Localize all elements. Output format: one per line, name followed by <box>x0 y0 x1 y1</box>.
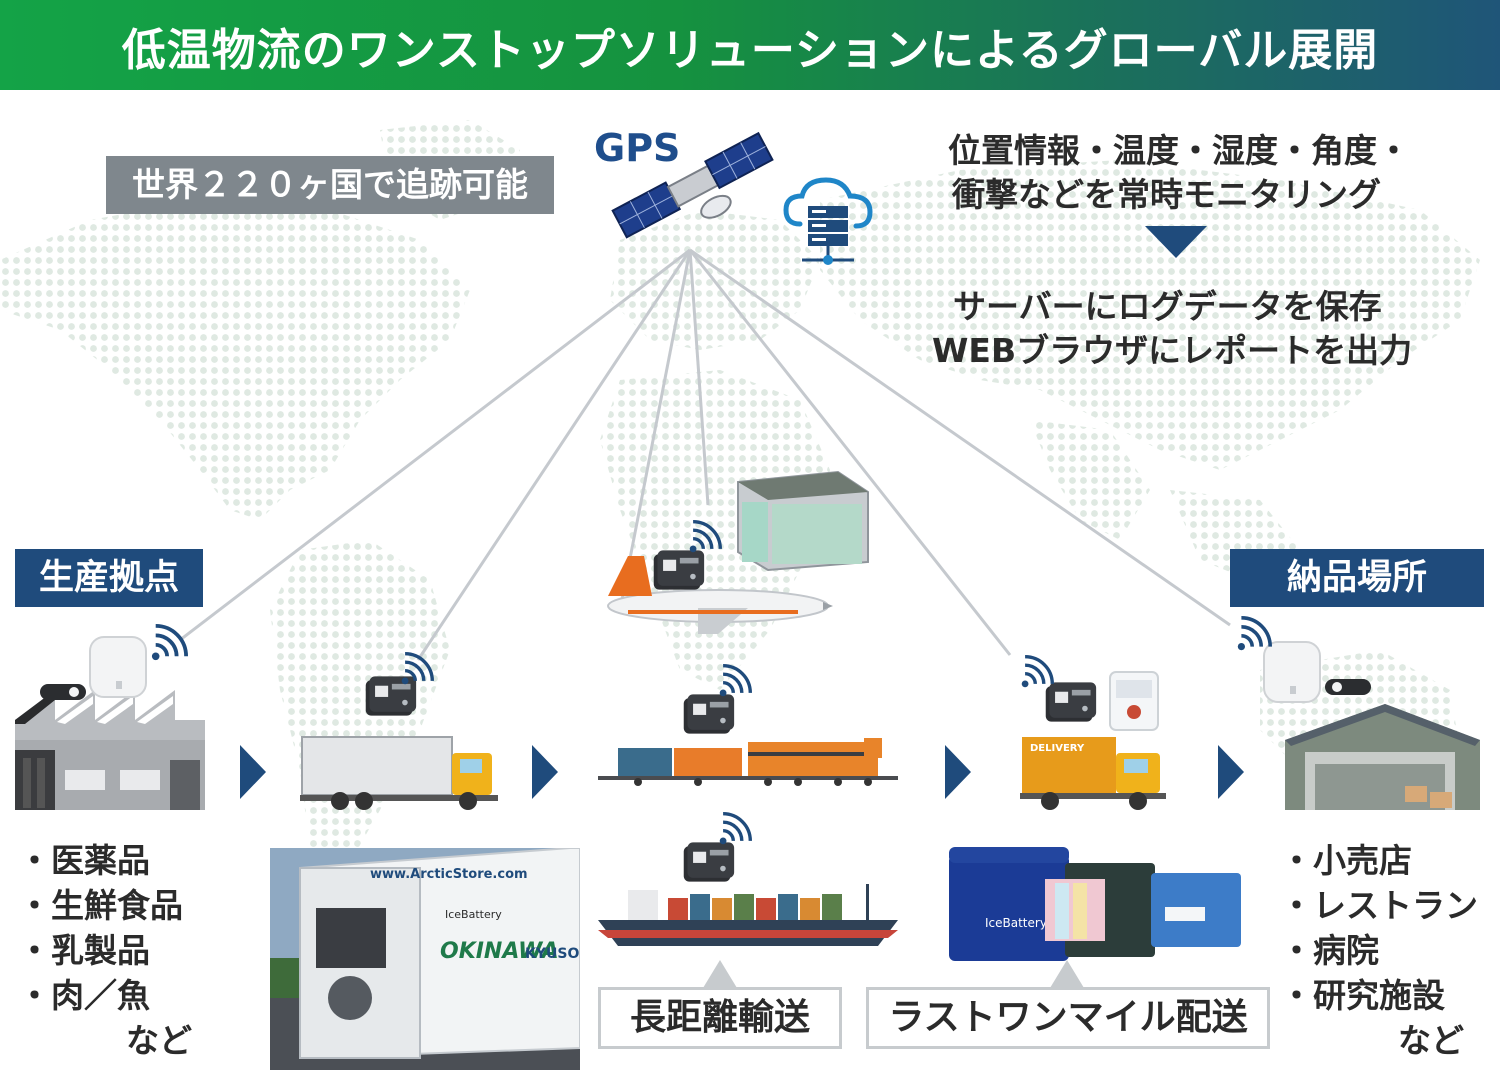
warehouse-icon <box>1285 704 1480 810</box>
flow-arrow-4 <box>1218 745 1244 799</box>
list-item-etc: など <box>126 1021 192 1060</box>
list-item: ・生鮮食品 <box>18 886 183 925</box>
page-title: 低温物流のワンストップソリューションによるグローバル展開 <box>121 25 1379 76</box>
usb-sensor-icon <box>1325 679 1371 695</box>
air-cargo-container-icon <box>737 470 869 572</box>
long-haul-label: 長距離輸送 <box>598 987 842 1049</box>
list-item: ・病院 <box>1280 931 1379 970</box>
coverage-badge: 世界２２０ヶ国で追跡可能 <box>106 156 554 214</box>
list-item: ・肉／魚 <box>18 976 150 1015</box>
monitoring-line-1: 位置情報・温度・湿度・角度・ <box>948 131 1410 170</box>
list-item: ・乳製品 <box>18 931 150 970</box>
flow-arrow-3 <box>945 745 971 799</box>
gateway-device-icon <box>1263 641 1321 703</box>
flow-arrow-2 <box>532 745 558 799</box>
pointer-up-icon <box>703 960 737 988</box>
container-ship-icon <box>598 884 898 946</box>
list-item: ・医薬品 <box>18 841 150 880</box>
origin-items: ・医薬品 ・生鮮食品 ・乳製品 ・肉／魚 など <box>18 838 192 1063</box>
server-line-1: サーバーにログデータを保存 <box>953 287 1382 326</box>
title-bar: 低温物流のワンストップソリューションによるグローバル展開 <box>0 0 1500 90</box>
container-okinawa-text: OKINAWA <box>440 939 559 964</box>
cloud-server-icon <box>783 177 873 265</box>
cooler-logo-text: IceBattery <box>985 916 1047 930</box>
gateway-device-icon <box>89 636 147 698</box>
wifi-icon <box>1236 616 1272 652</box>
wifi-icon <box>688 520 722 554</box>
server-line-2: WEBブラウザにレポートを出力 <box>932 331 1413 370</box>
list-item: ・小売店 <box>1280 841 1412 880</box>
delivery-text: DELIVERY <box>1030 743 1085 754</box>
flow-arrow-1 <box>240 745 266 799</box>
pointer-up-icon <box>1050 960 1084 988</box>
airplane-icon <box>607 556 833 634</box>
delivery-truck-icon: DELIVERY <box>1020 737 1166 810</box>
container-kyuso-text: KYUSO <box>525 946 579 962</box>
list-item: ・研究施設 <box>1280 976 1445 1015</box>
usb-sensor-icon <box>40 684 86 700</box>
destination-items: ・小売店 ・レストラン ・病院 ・研究施設 など <box>1280 838 1478 1063</box>
freight-train-icon <box>598 738 898 786</box>
wifi-icon <box>718 664 752 698</box>
list-item-etc: など <box>1398 1021 1464 1060</box>
cooler-boxes-icon: IceBattery <box>949 847 1241 961</box>
wifi-icon <box>1020 655 1054 689</box>
wifi-icon <box>150 624 188 662</box>
container-logo-text: IceBattery <box>445 908 502 921</box>
gps-label: GPS <box>594 126 681 170</box>
temperature-logger-icon <box>1109 671 1159 731</box>
origin-label: 生産拠点 <box>15 549 203 607</box>
factory-icon <box>15 690 205 810</box>
list-item: ・レストラン <box>1280 886 1478 925</box>
down-triangle-icon <box>1145 226 1207 258</box>
satellite-icon <box>611 131 774 239</box>
wifi-icon <box>718 812 752 846</box>
wifi-icon <box>400 652 434 686</box>
container-site-text: www.ArcticStore.com <box>370 867 528 882</box>
destination-label: 納品場所 <box>1230 549 1484 607</box>
refrigerated-truck-icon <box>300 736 498 810</box>
last-mile-label: ラストワンマイル配送 <box>866 987 1270 1049</box>
monitoring-line-2: 衝撃などを常時モニタリング <box>952 175 1381 214</box>
reefer-container-image: www.ArcticStore.com IceBattery OKINAWA K… <box>270 848 580 1070</box>
